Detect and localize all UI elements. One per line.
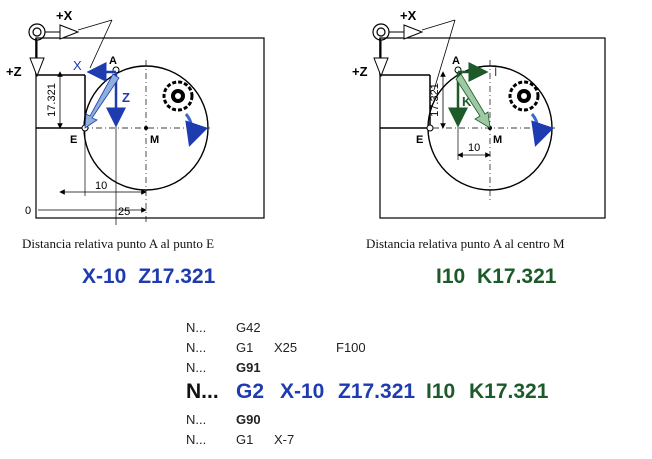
- left-formula: X-10 Z17.321: [82, 265, 215, 289]
- right-dim-vertical: 17.321: [429, 83, 441, 117]
- left-dim-10: 10: [95, 180, 107, 192]
- line5-n: N...: [186, 412, 207, 427]
- line3-n: N...: [186, 360, 207, 375]
- right-point-e: E: [416, 134, 423, 146]
- left-point-e: E: [70, 134, 77, 146]
- right-formula-k: K17.321: [477, 265, 557, 288]
- program-line-2: N... G1 X25 F100: [186, 338, 606, 358]
- line4-n: N...: [186, 380, 219, 403]
- left-point-a: A: [109, 55, 117, 67]
- left-formula-x: X-10: [82, 265, 127, 288]
- line4-k: K17.321: [469, 380, 549, 403]
- line6-x: X-7: [274, 432, 295, 447]
- left-dim-vertical: 17.321: [46, 83, 58, 117]
- right-formula: I10 K17.321: [436, 265, 556, 289]
- right-cutter-icon: [508, 80, 540, 112]
- line1-code: G42: [236, 320, 261, 335]
- right-k-arrow-label: K: [462, 94, 472, 109]
- line3-code: G91: [236, 360, 261, 375]
- right-formula-i: I10: [436, 265, 466, 288]
- left-caption: Distancia relativa punto A al punto E: [22, 236, 215, 251]
- right-plus-x: +X: [400, 8, 417, 23]
- left-origin-label: 0: [25, 205, 31, 217]
- line1-n: N...: [186, 320, 207, 335]
- right-i-arrow-label: I: [494, 65, 497, 79]
- left-point-m: M: [150, 134, 159, 146]
- right-point-m: M: [493, 134, 502, 146]
- left-formula-z: Z17.321: [138, 265, 216, 288]
- line6-code: G1: [236, 432, 254, 447]
- line2-f: F100: [336, 340, 366, 355]
- line2-code: G1: [236, 340, 254, 355]
- program-line-3: N... G91: [186, 358, 606, 378]
- program-line-1: N... G42: [186, 318, 606, 338]
- left-x-arrow-label: X: [73, 58, 82, 73]
- line2-n: N...: [186, 340, 207, 355]
- right-point-a: A: [452, 55, 460, 67]
- right-caption: Distancia relativa punto A al centro M: [366, 236, 565, 251]
- left-z-arrow-label: Z: [122, 90, 130, 105]
- line4-z: Z17.321: [338, 380, 416, 403]
- diagrams-area: 17.321 10 25 0 +X +Z A E M X Z: [6, 8, 606, 225]
- program-line-4: N... G2 X-10 Z17.321 I10 K17.321: [186, 378, 606, 410]
- line4-i: I10: [426, 380, 456, 403]
- right-plus-z: +Z: [352, 64, 368, 79]
- line4-x: X-10: [280, 380, 325, 403]
- line4-code: G2: [236, 380, 265, 403]
- line2-x: X25: [274, 340, 298, 355]
- program-line-5: N... G90: [186, 410, 606, 430]
- line6-n: N...: [186, 432, 207, 447]
- line5-code: G90: [236, 412, 261, 427]
- program-line-6: N... G1 X-7: [186, 430, 606, 450]
- left-plus-z: +Z: [6, 64, 22, 79]
- right-dim-10: 10: [468, 142, 480, 154]
- left-diagram: 17.321 10 25 0 +X +Z A E M X Z: [6, 8, 265, 225]
- left-dim-25: 25: [118, 206, 130, 218]
- left-cutter-icon: [162, 80, 194, 112]
- nc-program-listing: N... G42 N... G1 X25 F100 N... G91 N... …: [186, 318, 606, 450]
- right-diagram: 17.321 10 +X +Z A E M I K: [352, 8, 606, 219]
- left-plus-x: +X: [56, 8, 73, 23]
